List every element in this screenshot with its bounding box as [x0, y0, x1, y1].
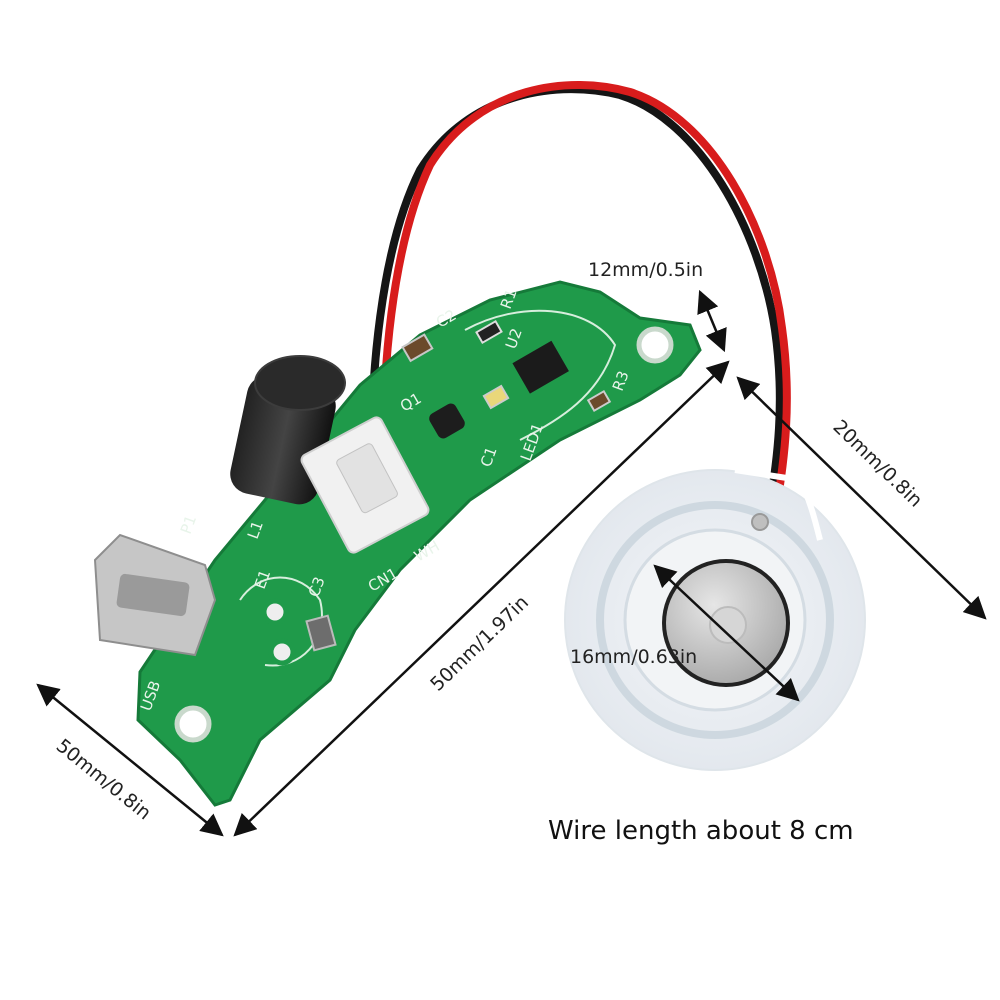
board-width-arrow [36, 683, 224, 837]
micro-usb-port [93, 533, 217, 657]
label-board-width: 50mm/0.8in [52, 735, 155, 825]
label-mount-offset: 12mm/0.5in [588, 259, 703, 281]
mount-offset-arrow [697, 289, 727, 353]
label-disc-outer: 20mm/0.8in [829, 416, 927, 512]
silk-u2: U2 [502, 326, 526, 351]
dimension-lines [36, 289, 987, 837]
board-length-arrow [233, 360, 730, 837]
disc-outer-arrow [736, 376, 987, 620]
wire-length-caption: Wire length about 8 cm [548, 816, 854, 846]
disc-inner-arrow [653, 564, 800, 702]
red-wire [379, 80, 791, 519]
label-board-length: 50mm/1.97in [426, 591, 533, 695]
black-wire [367, 85, 784, 519]
atomizer-disc [564, 467, 866, 771]
silk-p1: P1 [177, 513, 200, 537]
label-disc-inner: 16mm/0.63in [570, 646, 697, 668]
silk-r1: R1 [497, 286, 521, 311]
